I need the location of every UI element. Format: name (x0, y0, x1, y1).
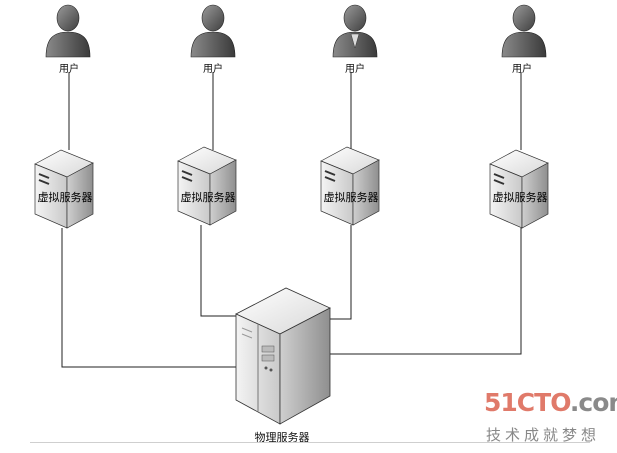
connection-lines (61, 72, 522, 368)
watermark-brand: 51CTO (484, 388, 571, 417)
watermark-suffix: .com (569, 388, 617, 417)
watermark-logo: 51CTO.com (484, 388, 617, 417)
virtual-server-label: 虚拟服务器 (323, 191, 379, 204)
virtual-server-icon (34, 149, 94, 229)
virtual-server-label: 虚拟服务器 (180, 191, 236, 204)
user-icon (45, 4, 91, 58)
user-icon (501, 4, 547, 58)
link-vm4-physical (324, 228, 522, 355)
virtual-server-icon (177, 146, 237, 226)
link-vm3-physical (324, 225, 352, 320)
virtual-server-icon (320, 146, 380, 226)
physical-server-label: 物理服务器 (254, 431, 310, 444)
virtual-server-label: 虚拟服务器 (492, 191, 548, 204)
virtual-server-label: 虚拟服务器 (37, 191, 93, 204)
virtual-server-icon (489, 149, 549, 229)
link-vm1-physical (61, 228, 240, 368)
user-icon (332, 4, 378, 58)
physical-server-icon (235, 287, 331, 425)
user-label: 用户 (59, 64, 79, 75)
user-label: 用户 (512, 64, 532, 75)
link-vm2-physical (200, 225, 240, 317)
divider (30, 442, 590, 443)
user-label: 用户 (203, 64, 223, 75)
user-icon (190, 4, 236, 58)
user-label: 用户 (345, 64, 365, 75)
watermark-slogan: 技术成就梦想 (486, 426, 601, 444)
